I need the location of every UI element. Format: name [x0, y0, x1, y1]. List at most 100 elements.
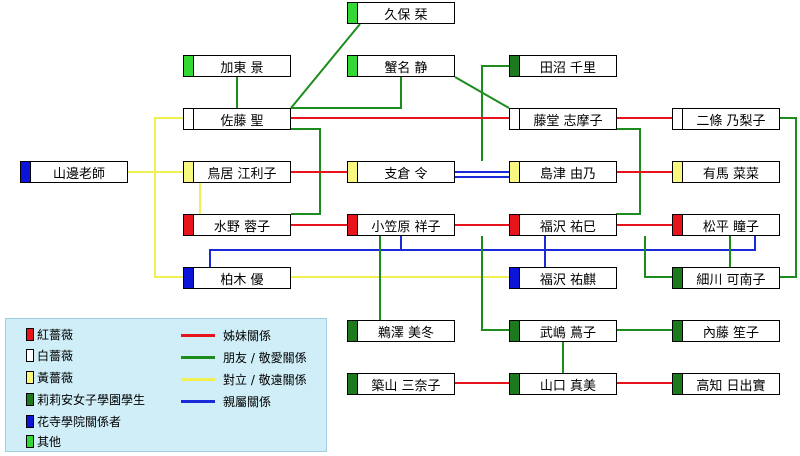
- node-color-swatch: [184, 109, 194, 129]
- node-label: 柏木 優: [220, 272, 264, 288]
- node-color-swatch: [673, 374, 683, 394]
- legend-item-sister: 姊妹關係: [181, 327, 271, 344]
- legend-line: [181, 378, 215, 381]
- legend-label: 姊妹關係: [223, 329, 272, 343]
- legend-swatch: [26, 435, 34, 448]
- node-kanina: 蟹名 静: [347, 55, 455, 77]
- node-color-swatch: [348, 321, 358, 341]
- node-label: 福沢 祐麒: [539, 272, 597, 288]
- edge-green-sato-kanina: [291, 77, 402, 109]
- node-yamanobe: 山邊老師: [20, 161, 128, 183]
- node-label: 鵜澤 美冬: [377, 325, 435, 341]
- node-color-swatch: [510, 321, 520, 341]
- node-color-swatch: [673, 215, 683, 235]
- legend-swatch: [26, 328, 34, 341]
- legend-swatch: [26, 371, 34, 384]
- node-matsudaira: 松平 瞳子: [672, 214, 780, 236]
- node-label: 有馬 菜菜: [702, 166, 760, 182]
- node-label: 佐藤 聖: [220, 113, 264, 129]
- node-shikura: 支倉 令: [347, 161, 455, 183]
- edge-green-fukuzawa-hosokawa: [644, 236, 672, 278]
- node-label: 久保 栞: [384, 7, 428, 23]
- node-color-swatch: [510, 109, 520, 129]
- node-yamaguchi: 山口 真美: [509, 373, 617, 395]
- edge-yellow-yamanobe-kashiwagi: [154, 172, 183, 278]
- node-color-swatch: [184, 268, 194, 288]
- node-color-swatch: [510, 215, 520, 235]
- node-color-swatch: [673, 321, 683, 341]
- node-fukuzawa-yuki: 福沢 祐麒: [509, 267, 617, 289]
- node-nijo: 二條 乃梨子: [672, 108, 780, 130]
- edge-green-fukuzawa-takeshima: [481, 236, 509, 331]
- node-tanuma: 田沼 千里: [509, 55, 617, 77]
- node-color-swatch: [348, 56, 358, 76]
- legend-label: 莉莉安女子學園學生: [37, 393, 146, 407]
- node-color-swatch: [673, 162, 683, 182]
- legend-line: [181, 400, 215, 403]
- node-arima: 有馬 菜菜: [672, 161, 780, 183]
- node-todo: 藤堂 志摩子: [509, 108, 617, 130]
- node-naito: 內藤 笙子: [672, 320, 780, 342]
- node-label: 山口 真美: [539, 378, 597, 394]
- legend-item-red-rose: 紅薔薇: [26, 326, 73, 343]
- node-label: 松平 瞳子: [702, 219, 760, 235]
- node-color-swatch: [184, 56, 194, 76]
- node-label: 鳥居 江利子: [207, 166, 277, 182]
- node-mizuno: 水野 蓉子: [183, 214, 291, 236]
- node-label: 支倉 令: [384, 166, 428, 182]
- node-color-swatch: [510, 56, 520, 76]
- legend: 紅薔薇 白薔薇 黃薔薇 莉莉安女子學園學生 花寺學院關係者 其他 姊妹關係 朋友…: [5, 318, 327, 452]
- node-label: 福沢 祐巳: [539, 219, 597, 235]
- node-color-swatch: [348, 215, 358, 235]
- node-torii: 鳥居 江利子: [183, 161, 291, 183]
- legend-item-family: 親屬關係: [181, 393, 271, 410]
- legend-item-lillian-student: 莉莉安女子學園學生: [26, 391, 145, 408]
- node-label: 築山 三奈子: [371, 378, 441, 394]
- legend-label: 其他: [37, 435, 62, 449]
- edge-green-shikura-tanuma: [481, 65, 509, 161]
- legend-item-rival: 對立 / 敬遠關係: [181, 371, 307, 388]
- legend-swatch: [26, 393, 34, 406]
- node-color-swatch: [21, 162, 31, 182]
- node-color-swatch: [348, 3, 358, 23]
- node-sato: 佐藤 聖: [183, 108, 291, 130]
- node-color-swatch: [510, 268, 520, 288]
- legend-item-yellow-rose: 黃薔薇: [26, 369, 73, 386]
- legend-line: [181, 334, 215, 337]
- node-color-swatch: [348, 374, 358, 394]
- legend-label: 花寺學院關係者: [37, 415, 122, 429]
- node-kubo: 久保 栞: [347, 2, 455, 24]
- legend-item-other: 其他: [26, 433, 61, 450]
- legend-label: 朋友 / 敬愛關係: [223, 351, 307, 365]
- legend-swatch: [26, 349, 34, 362]
- node-label: 山邊老師: [52, 166, 105, 182]
- node-color-swatch: [673, 268, 683, 288]
- legend-label: 親屬關係: [223, 395, 272, 409]
- node-takachi: 高知 日出實: [672, 373, 780, 395]
- node-ogasawara: 小笠原 祥子: [347, 214, 455, 236]
- node-label: 蟹名 静: [384, 60, 428, 76]
- node-color-swatch: [184, 215, 194, 235]
- edge-yellow-yamanobe-sato: [128, 117, 183, 173]
- node-label: 高知 日出實: [696, 378, 766, 394]
- node-takeshima: 武嶋 蔦子: [509, 320, 617, 342]
- node-label: 島津 由乃: [539, 166, 597, 182]
- legend-item-hanadera: 花寺學院關係者: [26, 413, 121, 430]
- node-kato: 加東 景: [183, 55, 291, 77]
- node-label: 田沼 千里: [539, 60, 597, 76]
- legend-label: 紅薔薇: [37, 328, 74, 342]
- node-uzawa: 鵜澤 美冬: [347, 320, 455, 342]
- node-color-swatch: [673, 109, 683, 129]
- legend-item-white-rose: 白薔薇: [26, 347, 73, 364]
- node-label: 水野 蓉子: [213, 219, 271, 235]
- legend-label: 白薔薇: [37, 349, 74, 363]
- node-label: 小笠原 祥子: [371, 219, 441, 235]
- legend-swatch: [26, 415, 34, 428]
- node-label: 加東 景: [220, 60, 264, 76]
- legend-line: [181, 356, 215, 359]
- node-label: 武嶋 蔦子: [539, 325, 597, 341]
- node-hosokawa: 細川 可南子: [672, 267, 780, 289]
- node-tsukiyama: 築山 三奈子: [347, 373, 455, 395]
